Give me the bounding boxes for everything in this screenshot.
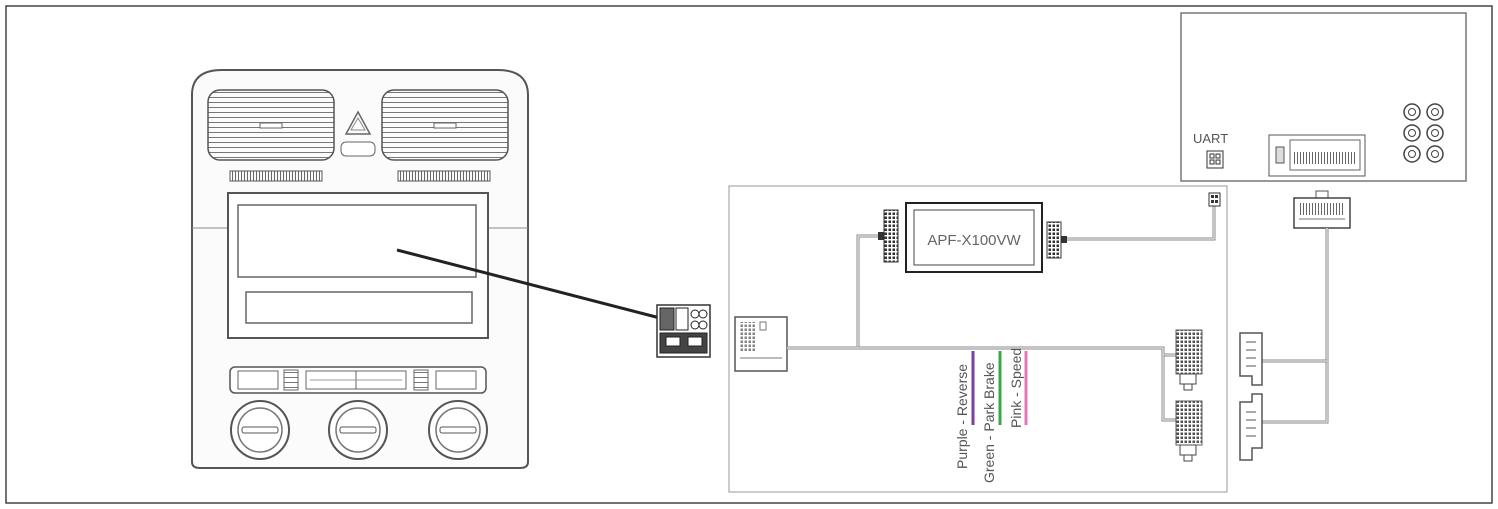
wire-module-to-uart [1067,206,1216,241]
climate-button-row [229,366,487,394]
head-unit-connector-lower [1239,393,1263,461]
module-right-connector-latch [1061,236,1067,243]
left-vent-thumbwheel [229,170,323,182]
dashboard-panel [191,69,529,469]
wire-label-pink: Pink - Speed [1008,348,1024,428]
right-air-vent [381,89,509,161]
climate-knob-left [230,400,290,460]
vehicle-quadlock-connector [656,304,711,358]
vehicle-connector-leader-line [396,248,661,320]
module-right-connector [1046,221,1062,259]
module-left-connector-latch [878,232,884,240]
hazard-button [340,110,376,157]
radio-lower-slot [245,291,473,324]
climate-knob-center [328,400,388,460]
right-vent-thumbwheel [397,170,491,182]
wire-head-unit-harness [1262,228,1329,424]
wire-label-green: Green - Park Brake [981,362,997,483]
left-air-vent [207,89,335,161]
harness-panel [728,185,1228,493]
wire-label-purple: Purple - Reverse [954,364,970,469]
head-unit-connector-upper [1239,332,1263,386]
wire-harness-branch [1161,355,1176,422]
uart-port [1206,150,1224,169]
head-unit-harness-plug [1293,190,1351,229]
module-label: APF-X100VW [927,232,1021,249]
uart-plug [1208,192,1221,207]
harness-quadlock-plug [734,316,788,372]
radio-display-slot [237,204,477,278]
climate-knob-right [428,400,488,460]
harness-connector-upper [1175,329,1203,391]
diagram-frame [5,5,1493,504]
wire-quadlock-to-module [787,234,878,350]
module-left-connector [883,209,899,263]
head-unit-main-port [1268,134,1366,177]
rca-jacks [1403,103,1444,163]
interface-module: APF-X100VW [905,202,1043,273]
harness-connector-lower [1175,400,1203,462]
uart-port-label: UART [1193,131,1228,146]
